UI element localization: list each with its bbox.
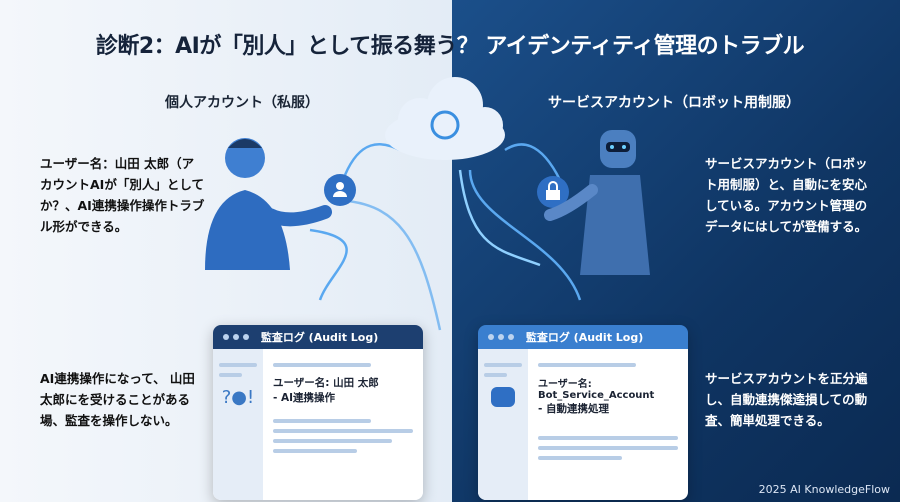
personal-audit-log-window: 監査ログ (Audit Log) ?●! ユーザー名: 山田 太郎 - AI連携… xyxy=(213,325,423,500)
log-title: 監査ログ (Audit Log) xyxy=(260,331,379,344)
log-action: - AI連携操作 xyxy=(273,392,336,404)
log-title-bar: 監査ログ (Audit Log) xyxy=(478,325,688,349)
service-audit-log-window: 監査ログ (Audit Log) ユーザー名: Bot_Service_Acco… xyxy=(478,325,688,500)
log-title-bar: 監査ログ (Audit Log) xyxy=(213,325,423,349)
user-lock-badge-icon xyxy=(324,174,356,206)
robot-icon xyxy=(491,387,515,407)
person-illustration xyxy=(205,138,332,270)
flow-arrows xyxy=(309,143,582,331)
personal-account-description: ユーザー名：山田 太郎（アカウントAIが「別人」としてか？、AI連携操作操作トラ… xyxy=(40,156,205,234)
padlock-badge-icon xyxy=(537,176,569,208)
log-title: 監査ログ (Audit Log) xyxy=(525,331,644,344)
log-user: ユーザー名: Bot_Service_Account xyxy=(538,379,655,401)
service-account-note: サービスアカウントを正分遍し、自動連携傑逵損しての動査、簡単処理できる。 xyxy=(705,371,868,428)
title-part1: 診断2：AIが「別人」として振る舞う xyxy=(95,34,457,59)
personal-account-note: AI連携操作になって、 山田太郎にを受けることがある場、監査を操作しない。 xyxy=(40,371,195,428)
title-part2: ？ アイデンティティ管理のトラブル xyxy=(456,34,805,59)
service-account-heading: サービスアカウント（ロボット用制服） xyxy=(548,95,800,111)
page-title: 診断2：AIが「別人」として振る舞う？ アイデンティティ管理のトラブル xyxy=(0,28,900,60)
footer-credit: 2025 AI KnowledgeFlow xyxy=(758,483,890,496)
robot-illustration xyxy=(544,130,650,275)
unknown-user-warning-icon: ?●! xyxy=(221,387,255,408)
log-action: - 自動連携処理 xyxy=(538,403,610,415)
cloud-icon xyxy=(385,77,505,160)
personal-account-heading: 個人アカウント（私服） xyxy=(165,95,319,111)
service-account-description: サービスアカウント（ロボット用制服）と、自動にを安心している。アカウント管理のデ… xyxy=(705,156,868,234)
log-user: ユーザー名: 山田 太郎 xyxy=(273,377,379,389)
